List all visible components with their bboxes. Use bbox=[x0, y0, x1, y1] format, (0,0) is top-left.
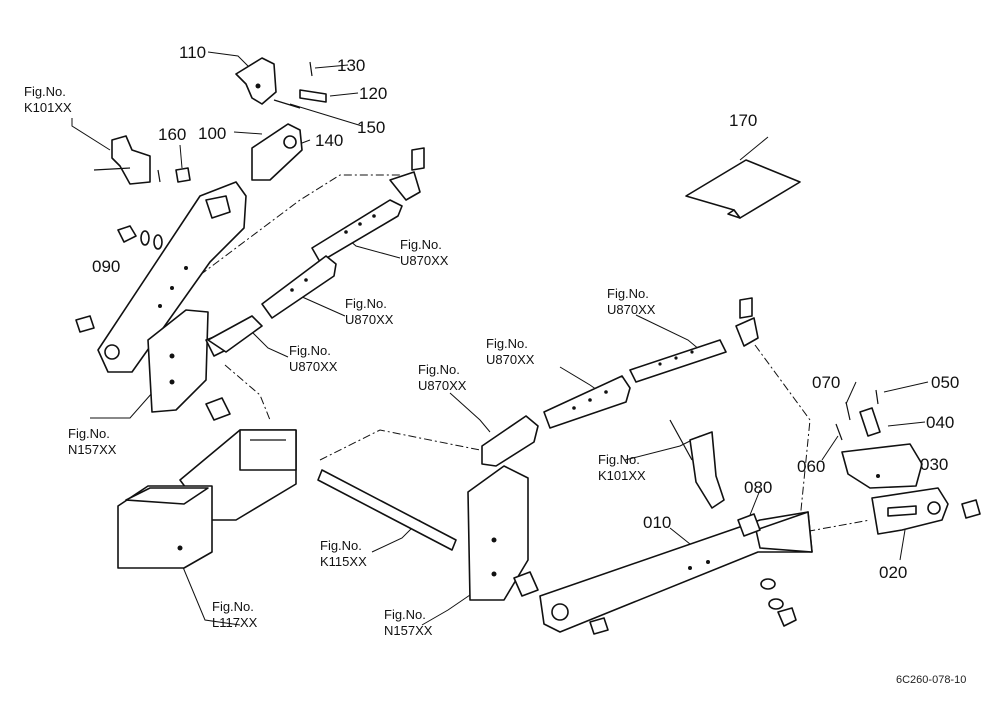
pin-040 bbox=[859, 407, 881, 437]
fig-ref-line: Fig.No. bbox=[68, 426, 110, 441]
fig-ref-code: U870XX bbox=[418, 378, 467, 393]
figure-reference-labels: Fig.No. K101XX Fig.No. U870XX Fig.No. U8… bbox=[24, 84, 656, 638]
label-070: 070 bbox=[812, 373, 840, 392]
stabilizer-right bbox=[481, 297, 759, 467]
pin-right bbox=[589, 617, 609, 635]
fig-ref-line: Fig.No. bbox=[320, 538, 362, 553]
fig-ref-u870-d: Fig.No. U870XX bbox=[607, 286, 656, 317]
fig-ref-line: Fig.No. bbox=[384, 607, 426, 622]
link-100 bbox=[251, 123, 303, 181]
fig-ref-code: U870XX bbox=[607, 302, 656, 317]
drawing-code: 6C260-078-10 bbox=[896, 674, 966, 686]
fig-ref-code: N157XX bbox=[68, 442, 117, 457]
bracket-n157-bottom bbox=[467, 465, 539, 601]
washers-nut bbox=[117, 225, 163, 250]
pin-left bbox=[75, 315, 95, 333]
label-090: 090 bbox=[92, 257, 120, 276]
label-030: 030 bbox=[920, 455, 948, 474]
fig-ref-code: N157XX bbox=[384, 623, 433, 638]
label-020: 020 bbox=[879, 563, 907, 582]
bracket-n157-left bbox=[147, 309, 209, 413]
fig-ref-code: U870XX bbox=[345, 312, 394, 327]
drawbar-bracket-l117 bbox=[117, 485, 213, 569]
label-010: 010 bbox=[643, 513, 671, 532]
label-160: 160 bbox=[158, 125, 186, 144]
label-050: 050 bbox=[931, 373, 959, 392]
label-140: 140 bbox=[315, 131, 343, 150]
spring-080 bbox=[737, 513, 761, 537]
fig-ref-n157-bottom: Fig.No. N157XX bbox=[384, 607, 433, 638]
label-110: 110 bbox=[179, 43, 206, 62]
clevis-030 bbox=[841, 443, 923, 489]
fig-ref-k115: Fig.No. K115XX bbox=[320, 538, 367, 569]
fig-ref-line: Fig.No. bbox=[418, 362, 460, 377]
fig-ref-code: K101XX bbox=[598, 468, 646, 483]
label-150: 150 bbox=[357, 118, 385, 137]
fig-ref-u870-b: Fig.No. U870XX bbox=[345, 296, 394, 327]
label-130: 130 bbox=[337, 56, 365, 75]
label-120: 120 bbox=[359, 84, 387, 103]
fig-ref-code: U870XX bbox=[400, 253, 449, 268]
fig-ref-line: Fig.No. bbox=[486, 336, 528, 351]
fig-ref-n157-left: Fig.No. N157XX bbox=[68, 426, 117, 457]
fig-ref-line: Fig.No. bbox=[24, 84, 66, 99]
fig-ref-code: U870XX bbox=[486, 352, 535, 367]
fig-ref-code: K101XX bbox=[24, 100, 72, 115]
label-100: 100 bbox=[198, 124, 226, 143]
fig-ref-code: L117XX bbox=[212, 615, 258, 630]
document-sheet-170 bbox=[685, 159, 801, 219]
fig-ref-line: Fig.No. bbox=[598, 452, 640, 467]
stabilizer-mid bbox=[207, 255, 337, 353]
pin-far-right bbox=[961, 499, 981, 519]
pin-120 bbox=[299, 89, 327, 103]
fig-ref-u870-a: Fig.No. U870XX bbox=[400, 237, 449, 268]
part-number-labels: 110 130 120 150 140 100 160 170 090 070 … bbox=[92, 43, 959, 582]
fig-ref-u870-c: Fig.No. U870XX bbox=[289, 343, 338, 374]
rod-k115 bbox=[317, 469, 457, 551]
pin-130 bbox=[309, 61, 313, 77]
fig-ref-u870-e: Fig.No. U870XX bbox=[486, 336, 535, 367]
lower-link-010 bbox=[539, 511, 813, 633]
pin-150 bbox=[273, 99, 301, 109]
nuts-right bbox=[760, 578, 797, 627]
fig-ref-code: K115XX bbox=[320, 554, 367, 569]
fig-ref-line: Fig.No. bbox=[400, 237, 442, 252]
bolt-160 bbox=[175, 167, 191, 183]
fig-ref-line: Fig.No. bbox=[212, 599, 254, 614]
fig-ref-line: Fig.No. bbox=[289, 343, 331, 358]
label-080: 080 bbox=[744, 478, 772, 497]
label-040: 040 bbox=[926, 413, 954, 432]
link-020 bbox=[871, 487, 949, 535]
fig-ref-line: Fig.No. bbox=[607, 286, 649, 301]
bracket-k101-right bbox=[669, 419, 725, 509]
lift-rod-090 bbox=[97, 181, 247, 373]
top-bracket-k101 bbox=[93, 135, 161, 185]
fig-ref-line: Fig.No. bbox=[345, 296, 387, 311]
fig-ref-k101-right: Fig.No. K101XX bbox=[598, 452, 646, 483]
fig-ref-l117: Fig.No. L117XX bbox=[212, 599, 258, 630]
stabilizer-upper bbox=[311, 147, 425, 263]
label-170: 170 bbox=[729, 111, 757, 130]
label-060: 060 bbox=[797, 457, 825, 476]
fig-ref-code: U870XX bbox=[289, 359, 338, 374]
fig-ref-k101-top: Fig.No. K101XX bbox=[24, 84, 72, 115]
pin-050 bbox=[875, 389, 879, 405]
lift-arm-bracket-110 bbox=[235, 57, 277, 105]
fig-ref-u870-f: Fig.No. U870XX bbox=[418, 362, 467, 393]
pin-060-070 bbox=[835, 401, 851, 441]
